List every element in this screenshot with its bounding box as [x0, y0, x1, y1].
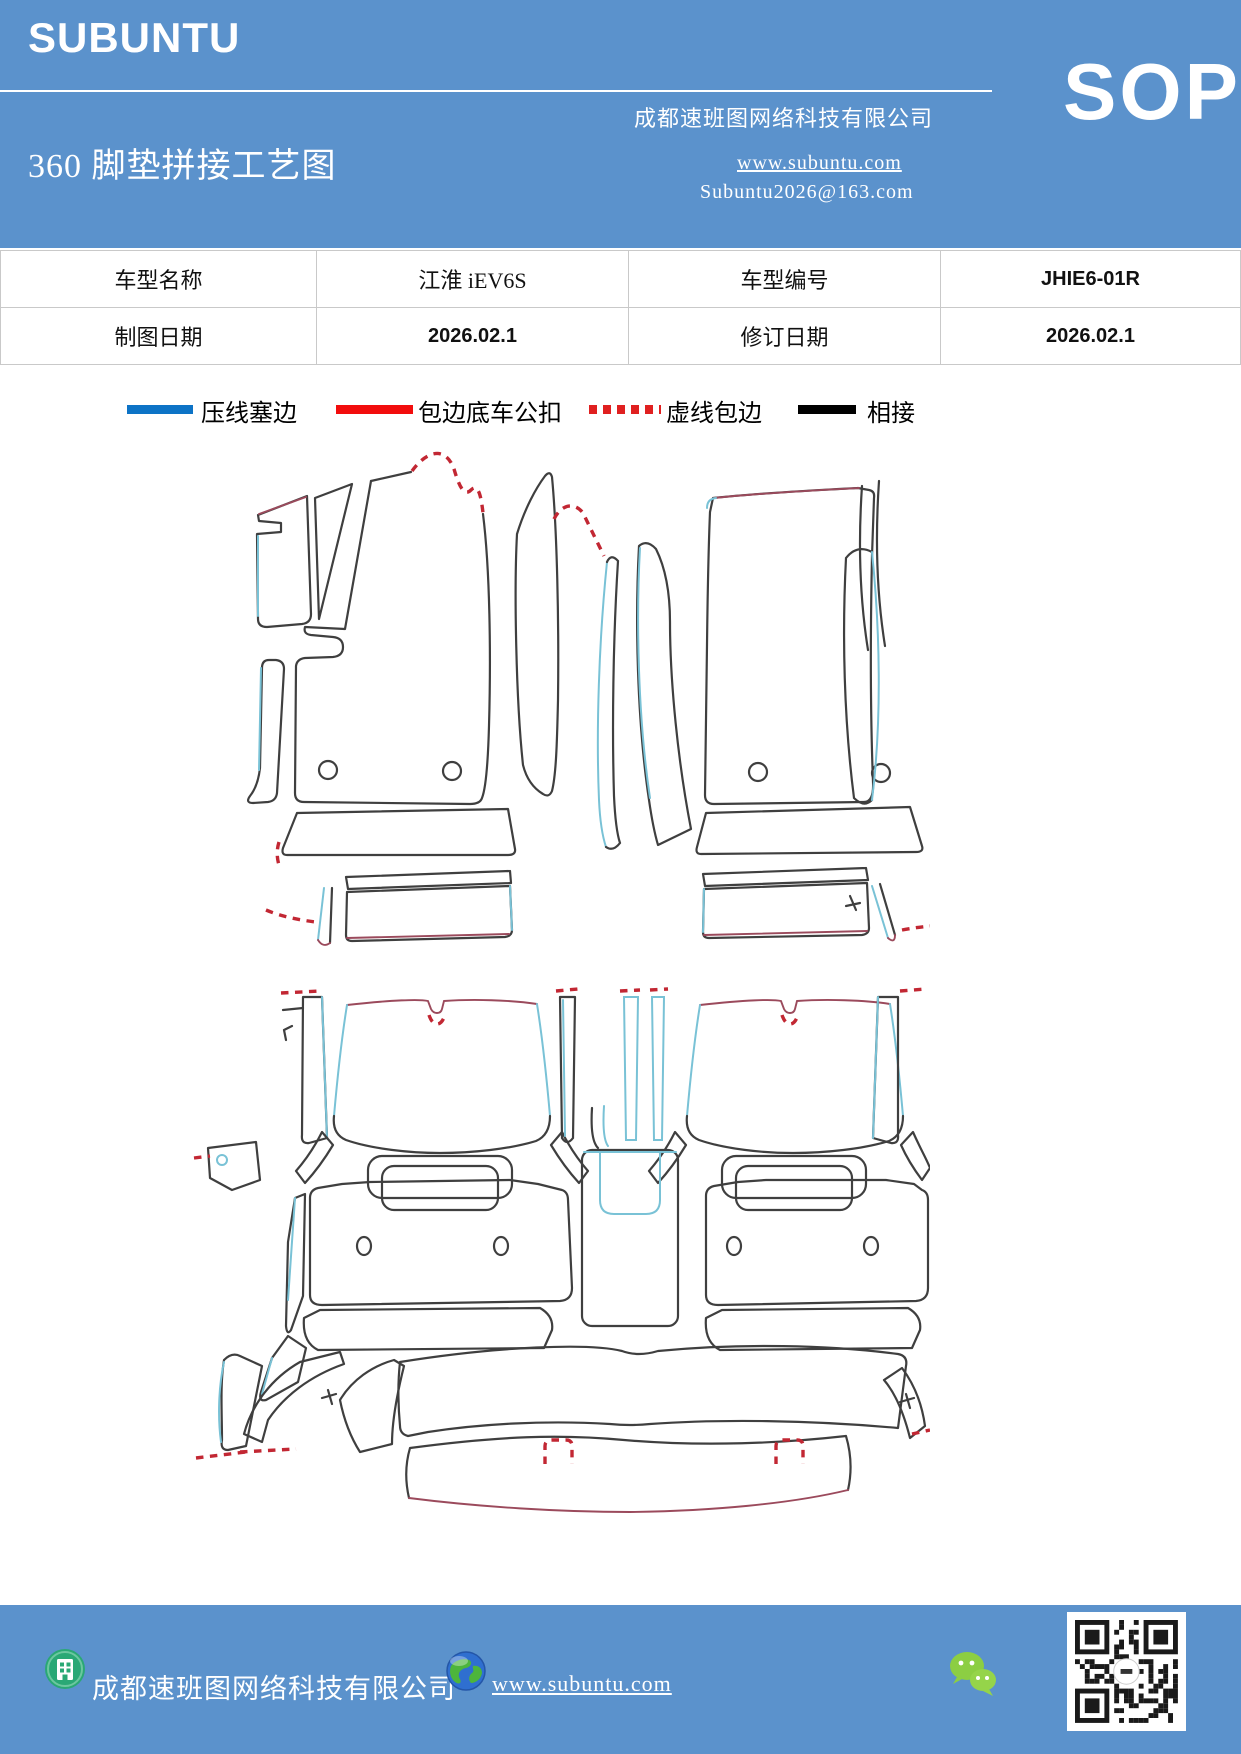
rear-mats-top-row	[280, 987, 930, 1212]
front-right-mat	[695, 479, 930, 942]
vehicle-info-table: 车型名称 江淮 iEV6S 车型编号 JHIE6-01R 制图日期 2026.0…	[0, 250, 1241, 365]
model-code-label: 车型编号	[629, 251, 941, 308]
line-legend: 压线塞边 包边底车公扣 虚线包边 相接	[0, 392, 1241, 428]
rear-mats-bottom-row	[195, 1344, 930, 1513]
footer-website-link[interactable]: www.subuntu.com	[492, 1671, 672, 1696]
revision-date-label: 修订日期	[629, 308, 941, 364]
legend-label-join: 相接	[867, 401, 915, 427]
qr-code	[1067, 1612, 1186, 1731]
revision-date-value: 2026.02.1	[941, 308, 1240, 364]
legend-swatch-black	[798, 405, 856, 414]
legend-label-edge-buckle: 包边底车公扣	[418, 401, 562, 427]
wechat-icon	[950, 1652, 996, 1696]
page-header: SUBUNTU 360 脚垫拼接工艺图 成都速班图网络科技有限公司 SOP ww…	[0, 0, 1241, 248]
globe-icon	[446, 1651, 486, 1691]
draw-date-label: 制图日期	[1, 308, 317, 364]
building-icon	[45, 1649, 85, 1689]
rear-mats-middle-row	[193, 1140, 930, 1402]
draw-date-value: 2026.02.1	[317, 308, 629, 364]
sop-badge: SOP	[1063, 47, 1241, 136]
center-tunnel-piece	[580, 1148, 680, 1328]
legend-swatch-dashed	[589, 405, 661, 414]
legend-swatch-blue	[127, 405, 193, 414]
header-divider	[0, 90, 992, 92]
header-company-name: 成都速班图网络科技有限公司	[634, 106, 934, 131]
legend-swatch-red	[336, 405, 413, 414]
rear-left-mat	[308, 1178, 574, 1307]
model-code-value: JHIE6-01R	[941, 251, 1240, 308]
header-website-link[interactable]: www.subuntu.com	[737, 152, 902, 174]
model-name-label: 车型名称	[1, 251, 317, 308]
header-email: Subuntu2026@163.com	[700, 181, 914, 203]
model-name-value: 江淮 iEV6S	[317, 251, 629, 308]
rear-right-mat	[704, 1178, 930, 1307]
front-left-mat	[246, 451, 693, 946]
page-footer: 成都速班图网络科技有限公司 www.subuntu.com	[0, 1605, 1241, 1754]
footer-company-name: 成都速班图网络科技有限公司	[92, 1674, 456, 1704]
legend-label-dashed-edge: 虚线包边	[666, 401, 762, 427]
brand-logo: SUBUNTU	[28, 14, 241, 61]
legend-label-press-line: 压线塞边	[201, 401, 297, 427]
page-title: 360 脚垫拼接工艺图	[28, 148, 337, 185]
mat-pattern-diagram	[193, 451, 930, 1513]
